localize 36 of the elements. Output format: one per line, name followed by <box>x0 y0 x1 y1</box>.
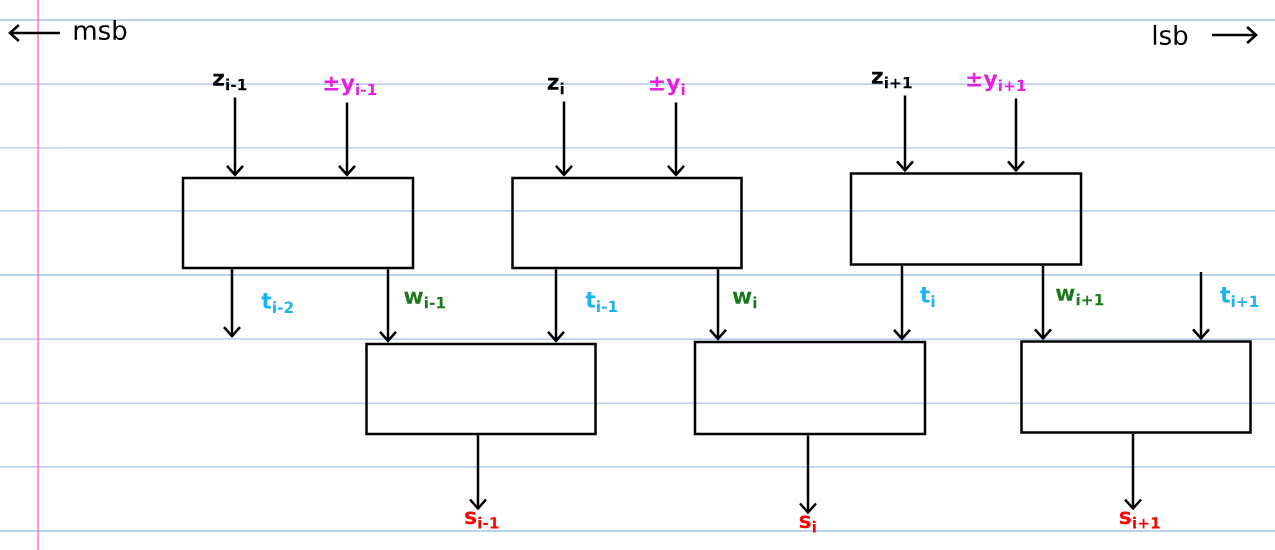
arrow <box>799 435 817 515</box>
arrow <box>896 95 914 173</box>
arrow <box>547 269 565 343</box>
process-box <box>511 176 743 270</box>
arrow <box>469 435 487 511</box>
end-label: lsb <box>1153 24 1188 46</box>
edge-label: t$_{i+1}$ <box>1219 286 1261 308</box>
arrow <box>223 269 241 338</box>
edge-label: t$_{i-2}$ <box>260 292 296 314</box>
process-box <box>181 176 415 270</box>
arrow <box>1124 433 1142 511</box>
process-box <box>1020 340 1252 434</box>
signal-label: s$_{i}$ <box>799 515 816 533</box>
arrow <box>338 102 356 177</box>
signal-label: ±y$_{i-1}$ <box>324 76 377 96</box>
arrow <box>667 102 685 177</box>
signal-label: z$_{i-1}$ <box>213 73 247 91</box>
process-box <box>849 172 1083 266</box>
signal-label: z$_{i}$ <box>547 77 564 95</box>
end-label: msb <box>74 19 127 41</box>
arrow <box>226 97 244 177</box>
arrow <box>1007 98 1025 173</box>
process-box <box>693 340 927 436</box>
signal-label: s$_{i+1}$ <box>1119 511 1160 529</box>
arrow <box>555 101 573 177</box>
signal-label: s$_{i-1}$ <box>465 511 499 529</box>
arrow <box>1192 272 1210 341</box>
edge-label: t$_{i-1}$ <box>584 291 620 313</box>
arrow <box>1034 265 1052 341</box>
signal-label: ±y$_{i}$ <box>650 76 685 96</box>
arrow <box>893 265 911 341</box>
arrow <box>379 269 397 343</box>
signal-label: ±y$_{i+1}$ <box>967 72 1026 92</box>
arrow <box>709 269 727 341</box>
process-box <box>365 342 597 436</box>
signal-label: z$_{i+1}$ <box>871 71 912 89</box>
